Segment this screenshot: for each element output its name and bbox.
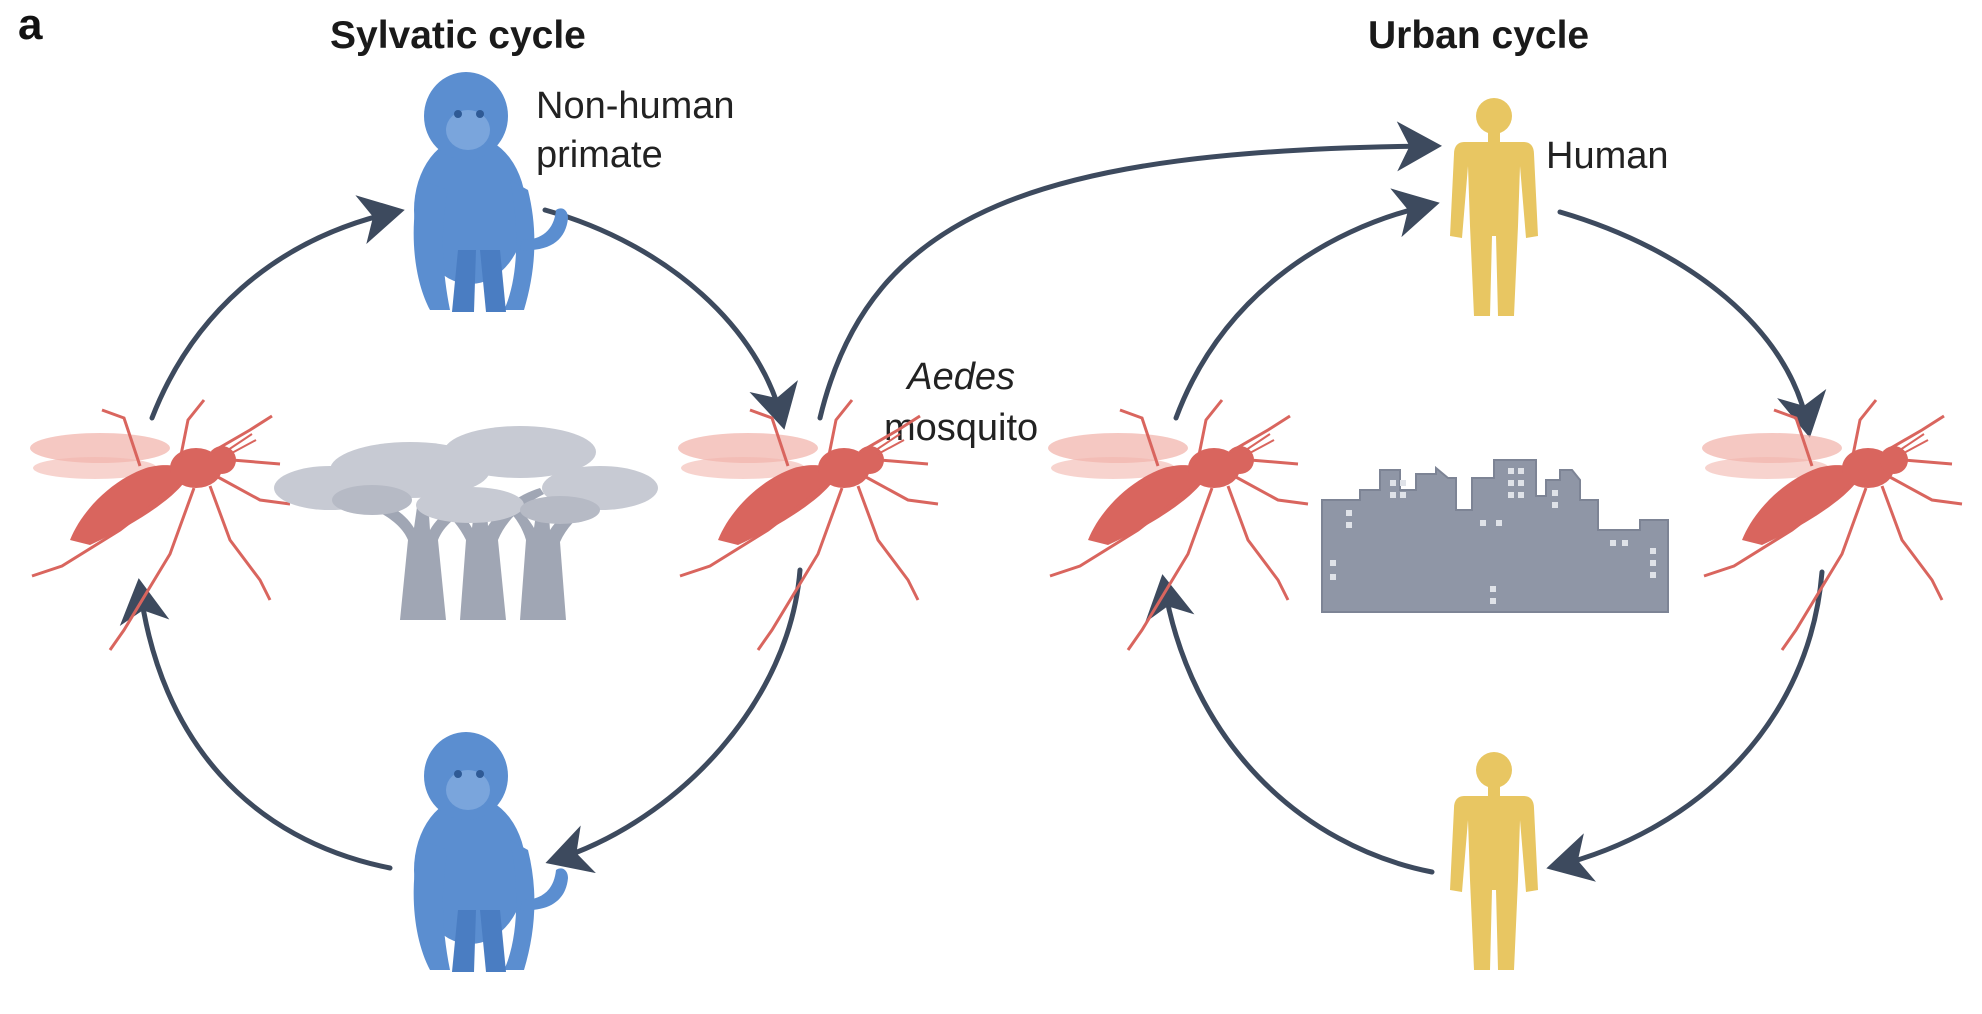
- forest-trees-icon: [274, 426, 658, 620]
- mosquito-urban-right-icon: [1700, 398, 1964, 652]
- non-human-primate-label: Non-human primate: [536, 82, 735, 181]
- human-label: Human: [1546, 135, 1669, 177]
- panel-label: a: [18, 0, 43, 49]
- sylvatic-cycle-arrows: [119, 195, 803, 874]
- human-upper-icon: [1450, 98, 1538, 316]
- arrow-mosquito-to-lower-human: [1546, 569, 1825, 882]
- arrow-mosquito-to-upper-human: [1173, 188, 1440, 421]
- human-lower-icon: [1450, 752, 1538, 970]
- arrow-upper-human-to-mosquito: [1557, 209, 1827, 438]
- primate-lower-icon: [413, 732, 568, 972]
- urban-cycle-title: Urban cycle: [1368, 14, 1590, 57]
- city-skyline-icon: [1321, 459, 1669, 613]
- sylvatic-cycle-title: Sylvatic cycle: [330, 14, 586, 57]
- non-human-primate-label-line1: Non-human: [536, 85, 735, 127]
- mosquito-urban-left-icon: [1046, 398, 1310, 652]
- arrow-mosquito-to-upper-primate: [149, 195, 405, 421]
- arrow-upper-primate-to-mosquito: [542, 207, 798, 430]
- aedes-mosquito-label: Aedes mosquito: [884, 352, 1038, 455]
- aedes-genus-label: Aedes: [907, 356, 1015, 398]
- mosquito-sylvatic-left-icon: [28, 398, 292, 652]
- mosquito-common-label: mosquito: [884, 407, 1039, 450]
- arrow-spillover-to-human: [817, 121, 1442, 421]
- arrow-mosquito-to-lower-primate: [545, 567, 803, 874]
- non-human-primate-label-line2: primate: [536, 134, 663, 177]
- mosquito-shared-icon: [676, 398, 940, 652]
- urban-cycle-arrows: [1145, 188, 1827, 882]
- arrow-lower-primate-to-mosquito: [119, 578, 393, 871]
- arrow-lower-human-to-mosquito: [1145, 574, 1435, 875]
- primate-upper-icon: [413, 72, 568, 312]
